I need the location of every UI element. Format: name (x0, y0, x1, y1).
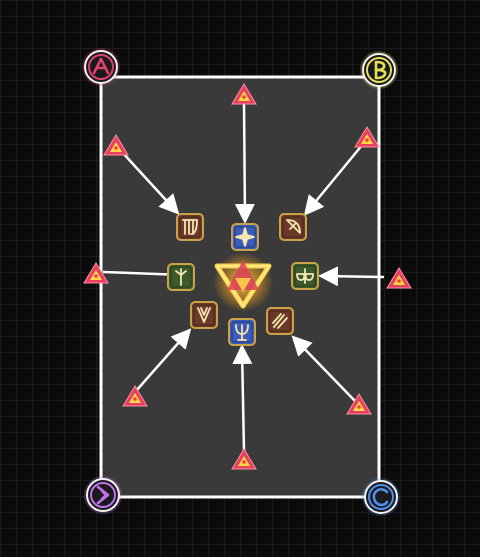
player-southeast-dps (266, 307, 294, 335)
player-north-tank (231, 223, 259, 251)
gauntlet-icon (182, 219, 198, 235)
trident-icon (235, 324, 249, 341)
player-west-healer (167, 263, 195, 291)
arrow-southeast (291, 335, 356, 402)
scales-icon (296, 268, 314, 284)
player-southwest-dps (190, 301, 218, 329)
player-northeast-dps (279, 213, 307, 241)
arrow-northeast (303, 143, 364, 216)
enemy-marker-southwest (122, 385, 148, 407)
enemy-marker-south (231, 448, 257, 470)
boss-marker (213, 252, 273, 312)
waymarks (82, 48, 400, 516)
bow-icon (286, 219, 301, 234)
player-east-healer (291, 262, 319, 290)
dagger-icon (197, 307, 211, 323)
staff-icon (175, 268, 187, 286)
enemy-marker-northwest (103, 134, 129, 156)
arrow-east (318, 266, 385, 287)
arrow-northwest (121, 151, 180, 215)
player-south-tank (228, 318, 256, 346)
arrow-south (232, 344, 253, 452)
sword-icon (235, 227, 255, 247)
arrow-north (234, 102, 255, 224)
enemy-markers (83, 83, 412, 470)
enemy-marker-north (231, 83, 257, 105)
claws-icon (272, 313, 288, 329)
arrow-southwest (135, 328, 192, 392)
enemy-marker-east (386, 267, 412, 289)
enemy-marker-southeast (346, 393, 372, 415)
player-northwest-dps (176, 213, 204, 241)
waymark-a (82, 48, 120, 86)
player-icons (167, 213, 319, 346)
waymark-b (360, 51, 398, 89)
waymark-c (362, 478, 400, 516)
enemy-marker-west (83, 262, 109, 284)
enemy-marker-northeast (354, 126, 380, 148)
waymark-d (84, 476, 122, 514)
